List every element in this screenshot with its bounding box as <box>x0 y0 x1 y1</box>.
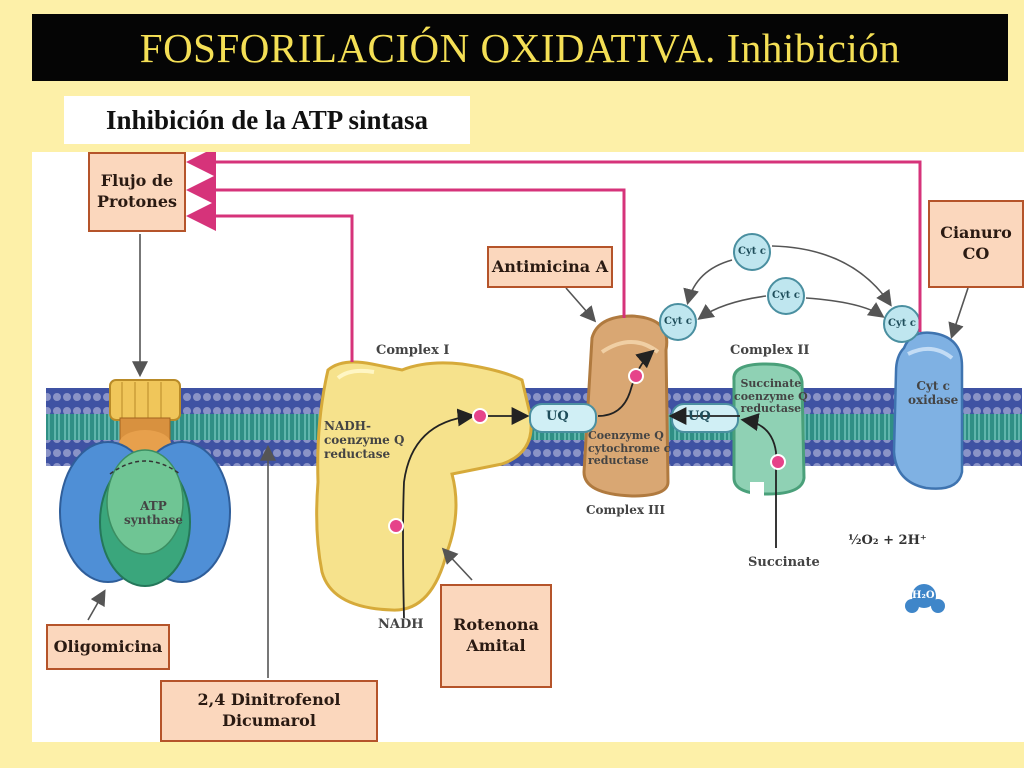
oxygen-label: ½O₂ + 2H⁺ <box>848 533 927 548</box>
complex-ii <box>732 362 806 512</box>
atp-synthase-label: ATP synthase <box>124 499 183 527</box>
proton-flow-arrows <box>186 152 922 362</box>
electron-path <box>402 349 777 619</box>
complex-iii <box>582 314 670 498</box>
atp-synthase <box>59 379 231 587</box>
subtitle: Inhibición de la ATP sintasa <box>64 96 470 144</box>
succinate-reductase-label: Succinate coenzyme Q reductase <box>734 377 808 416</box>
diagram-area: Complex I Complex II Complex III NADH- c… <box>32 152 1024 742</box>
cytc-1-label: Cyt c <box>738 246 766 257</box>
cytc-spheres <box>659 233 921 343</box>
ubiquinone-uq1 <box>529 403 597 433</box>
callout-dinitrophenol: 2,4 Dinitrofenol Dicumarol <box>160 680 378 742</box>
uq1-label: UQ <box>546 409 569 424</box>
nadh-reductase-label: NADH- coenzyme Q reductase <box>324 419 405 461</box>
callout-oligomycin: Oligomicina <box>46 624 170 670</box>
cytc-2-label: Cyt c <box>772 290 800 301</box>
page-title: FOSFORILACIÓN OXIDATIVA. Inhibición <box>139 24 901 71</box>
callout-rotenone: Rotenona Amital <box>440 584 552 688</box>
inhibitor-pointers <box>87 234 969 678</box>
complex-ii-label: Complex II <box>730 343 810 358</box>
callout-antimycin: Antimicina A <box>487 246 613 288</box>
coq-cytc-reductase-label: Coenzyme Q cytochrome c reductase <box>588 429 671 468</box>
title-bar: FOSFORILACIÓN OXIDATIVA. Inhibición <box>32 14 1008 81</box>
cytc-4-label: Cyt c <box>888 318 916 329</box>
cytc-3-label: Cyt c <box>664 316 692 327</box>
cyt-oxidase-label: Cyt c oxidase <box>908 379 959 407</box>
complex-i <box>315 360 533 612</box>
water-label: H₂O <box>912 590 935 601</box>
nadh-label: NADH <box>378 617 424 632</box>
cytc-shuttle-arrows <box>683 245 892 320</box>
complex-i-label: Complex I <box>376 343 450 358</box>
electrons <box>388 368 786 534</box>
oxidative-phosphorylation-diagram <box>46 152 1022 678</box>
cyt-c-oxidase <box>892 331 964 490</box>
callout-proton-flow: Flujo de Protones <box>88 152 186 232</box>
succinate-label: Succinate <box>748 555 820 570</box>
uq2-label: UQ <box>688 409 711 424</box>
water-molecule <box>905 584 945 613</box>
callout-cyanide: Cianuro CO <box>928 200 1024 288</box>
complex-iii-label: Complex III <box>586 503 666 517</box>
